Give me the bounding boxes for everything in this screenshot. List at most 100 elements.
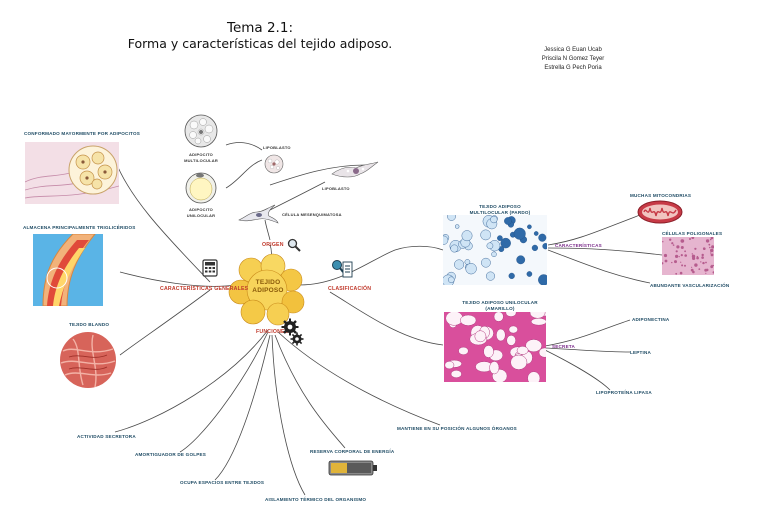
celulas-poligonales-label: CÉLULAS POLIGONALES — [662, 231, 722, 236]
tissue-cell — [446, 312, 463, 325]
tissue-dot — [710, 239, 712, 241]
tissue-cell — [490, 361, 499, 374]
lipoblasto-right-label: LIPOBLASTO — [322, 186, 350, 191]
tissue-dot — [669, 239, 671, 241]
tissue-dot — [697, 256, 699, 258]
tissue-cell — [504, 217, 511, 224]
tissue-dot — [675, 255, 678, 258]
tissue-dot — [709, 247, 711, 249]
tissue-dot — [671, 262, 672, 263]
tissue-cell — [543, 243, 547, 249]
lipoblasto-top-image — [262, 153, 286, 175]
conformado-label: CONFORMADO MAYORMENTE POR ADIPOCITOS — [24, 131, 140, 136]
tissue-dot — [694, 248, 696, 250]
tissue-dot — [703, 247, 706, 250]
tissue-cell — [531, 318, 546, 325]
tissue-dot — [701, 256, 704, 259]
tissue-cell — [445, 361, 454, 369]
tissue-cell — [517, 346, 528, 354]
battery-icon — [328, 459, 378, 477]
actividad-secretora-label: ACTIVIDAD SECRETORA — [77, 434, 136, 439]
secreta-label: SECRETA — [552, 344, 575, 349]
tissue-cell — [511, 355, 527, 370]
tissue-dot — [702, 254, 704, 256]
tissue-dot — [673, 244, 675, 246]
tissue-dot — [692, 253, 693, 254]
tissue-cell — [484, 345, 494, 357]
tissue-dot — [706, 239, 709, 242]
magnifier-icon — [287, 238, 301, 252]
tissue-cell — [514, 228, 526, 240]
almacena-label: ALMACENA PRINCIPALMENTE TRIGLICÉRIDOS — [23, 225, 136, 230]
tissue-cell — [487, 243, 493, 249]
tissue-dot — [705, 273, 706, 274]
tissue-dot — [708, 244, 710, 246]
tissue-dot — [711, 254, 714, 257]
tissue-dot — [710, 252, 711, 253]
tissue-dot — [710, 249, 713, 252]
branch-caracteristicas-generales: CARACTERÍSTICAS GENERALES — [160, 286, 248, 292]
unilocular-title-label: TEJIDO ADIPOSO UNILOCULAR (AMARILLO) — [455, 300, 545, 312]
tissue-dot — [662, 241, 663, 242]
tissue-cell — [528, 372, 540, 382]
tissue-cell — [527, 225, 531, 229]
tissue-dot — [692, 255, 695, 258]
adipocitos-image — [25, 142, 119, 204]
tissue-dot — [698, 268, 700, 270]
tissue-cell — [492, 252, 497, 257]
center-label-line-2: ADIPOSO — [250, 287, 286, 294]
reserva-label: RESERVA CORPORAL DE ENERGÍA — [310, 449, 394, 454]
tissue-dot — [679, 256, 680, 257]
tissue-dot — [671, 242, 673, 244]
tissue-dot — [705, 262, 707, 264]
tissue-cell — [451, 370, 462, 377]
celula-mesenquimatosa-image — [237, 204, 279, 224]
tissue-cell — [454, 260, 464, 270]
tissue-dot — [710, 265, 713, 268]
title-line-2: Forma y características del tejido adipo… — [120, 36, 400, 52]
tissue-dot — [700, 261, 701, 262]
tissue-cell — [532, 245, 538, 251]
tissue-cell — [527, 271, 532, 276]
tissue-cell — [460, 315, 476, 326]
tissue-dot — [680, 262, 681, 263]
mantiene-label: MANTIENE EN SU POSICIÓN ALGUNOS ÓRGANOS — [397, 426, 517, 431]
authors-block: Jessica G Euan Ucab Priscila N Gomez Tey… — [528, 46, 618, 73]
lipoblasto-right-image — [330, 160, 380, 182]
author-3: Estrella G Pech Poria — [528, 64, 618, 73]
aislamiento-label: AISLAMIENTO TÉRMICO DEL ORGANISMO — [265, 497, 366, 502]
tissue-cell — [509, 273, 515, 279]
tejido-blando-label: TEJIDO BLANDO — [69, 322, 109, 327]
center-label-line-1: TEJIDO — [250, 279, 286, 286]
tissue-cell — [475, 331, 486, 342]
tissue-dot — [684, 254, 687, 257]
tissue-dot — [681, 264, 683, 266]
branch-origen: ORIGEN — [262, 242, 284, 248]
calculator-icon — [202, 259, 218, 277]
tejido-multilocular-image — [443, 215, 547, 285]
caracteristicas-label: CARACTERÍSTICAS — [555, 243, 602, 248]
adipocito-unilocular-image — [183, 170, 219, 206]
abundante-vascularizacion-label: ABUNDANTE VASCULARIZACIÓN — [650, 283, 729, 288]
tissue-dot — [675, 273, 677, 275]
tissue-dot — [680, 272, 683, 275]
tissue-cell — [481, 258, 490, 267]
author-1: Jessica G Euan Ucab — [528, 46, 618, 55]
tissue-dot — [684, 250, 686, 252]
author-2: Priscila N Gomez Teyer — [528, 55, 618, 64]
tissue-dot — [694, 263, 697, 266]
tissue-cell — [494, 312, 503, 322]
leptina-label: LEPTINA — [630, 350, 651, 355]
tissue-dot — [664, 254, 667, 257]
gears-icon — [281, 318, 305, 346]
tissue-dot — [692, 271, 695, 274]
classification-icon — [331, 259, 353, 279]
adipocito-unilocular-label: ADIPOCITO UNILOCULAR — [181, 207, 221, 219]
tissue-dot — [684, 265, 686, 267]
tissue-dot — [689, 238, 691, 240]
amortiguador-label: AMORTIGUADOR DE GOLPES — [135, 452, 206, 457]
branch-clasificacion: CLASIFICACIÓN — [328, 286, 371, 292]
tissue-dot — [704, 269, 707, 272]
